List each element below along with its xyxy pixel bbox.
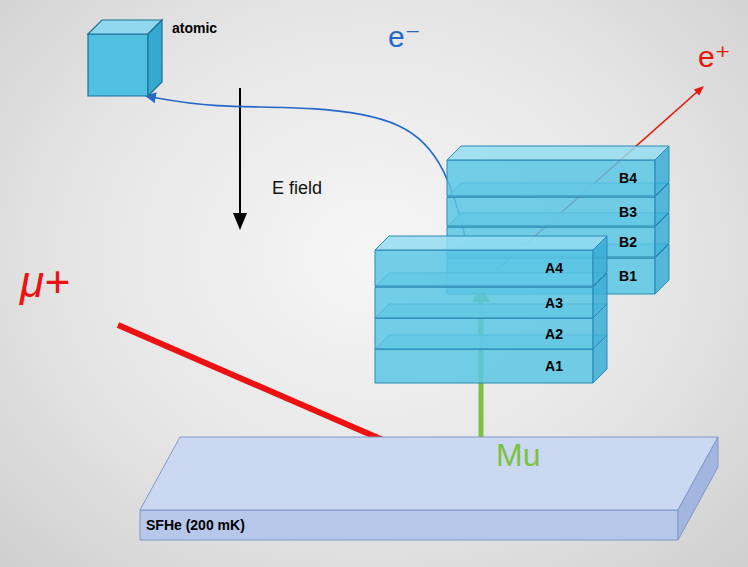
slab-shape: [375, 236, 607, 286]
atomic-cube: atomic: [88, 20, 217, 96]
detector-layer: B4: [447, 146, 669, 196]
field-label: E field: [272, 179, 322, 199]
node-label: A4: [545, 260, 563, 276]
edge-label: e⁻: [388, 20, 421, 53]
node-label: B4: [619, 170, 637, 186]
node-label: B2: [619, 234, 637, 250]
node-label: atomic: [172, 20, 217, 36]
particle-label: e⁺: [698, 40, 731, 73]
node-label: B3: [619, 204, 637, 220]
electron-path: [146, 96, 465, 236]
node-label: B1: [619, 268, 637, 284]
node-label: A3: [545, 295, 563, 311]
field-arrow: [233, 88, 247, 230]
cube-shape: [88, 20, 162, 96]
node-label: A2: [545, 326, 563, 342]
detector-layer: A4: [375, 236, 607, 286]
edge-label: Mu: [496, 438, 540, 473]
node-label: A1: [545, 358, 563, 374]
helium-target: SFHe (200 mK): [140, 437, 718, 540]
node-label: SFHe (200 mK): [146, 517, 245, 533]
beam-label: μ+: [20, 258, 70, 306]
